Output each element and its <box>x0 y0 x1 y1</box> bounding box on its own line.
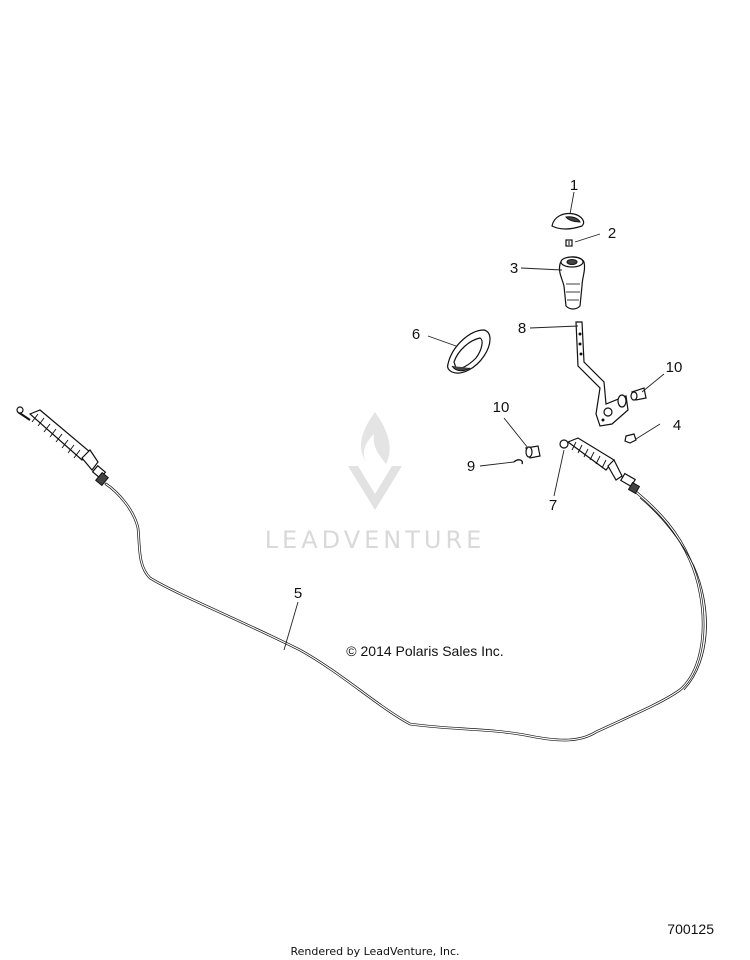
callout-10-left: 10 <box>493 399 510 416</box>
callout-8: 8 <box>518 320 526 337</box>
part-6-shift-boot <box>447 329 491 374</box>
callout-7: 7 <box>549 497 557 514</box>
callout-1: 1 <box>570 177 578 194</box>
rendered-by-footer: Rendered by LeadVenture, Inc. <box>290 945 459 958</box>
part-10-bushing-left <box>525 445 541 459</box>
chevron-logo-icon <box>348 466 402 510</box>
watermark-text: LEADVENTURE <box>265 526 486 554</box>
leader-lines <box>283 191 665 651</box>
callout-6: 6 <box>412 326 420 343</box>
part-9-clip <box>513 459 524 465</box>
leadventure-watermark: LEADVENTURE <box>265 412 486 554</box>
callout-3: 3 <box>510 260 518 277</box>
callout-4: 4 <box>673 417 681 434</box>
callout-5: 5 <box>294 585 302 602</box>
callout-9: 9 <box>467 458 475 475</box>
part-7-cable-right-end <box>559 437 641 495</box>
diagram-id: 700125 <box>667 921 714 937</box>
copyright-text: © 2014 Polaris Sales Inc. <box>346 643 503 659</box>
flame-icon <box>360 412 390 464</box>
part-3-shift-knob <box>558 256 586 310</box>
part-5-shift-cable <box>16 406 707 742</box>
callout-2: 2 <box>608 225 616 242</box>
part-10-bushing-right <box>630 387 647 401</box>
part-2-screw <box>565 239 573 247</box>
part-8-shift-lever <box>575 321 629 427</box>
part-4-nut <box>624 433 637 444</box>
cable-left-end <box>16 406 109 487</box>
callout-10-right: 10 <box>666 359 683 376</box>
part-1-knob-cap <box>551 212 585 230</box>
